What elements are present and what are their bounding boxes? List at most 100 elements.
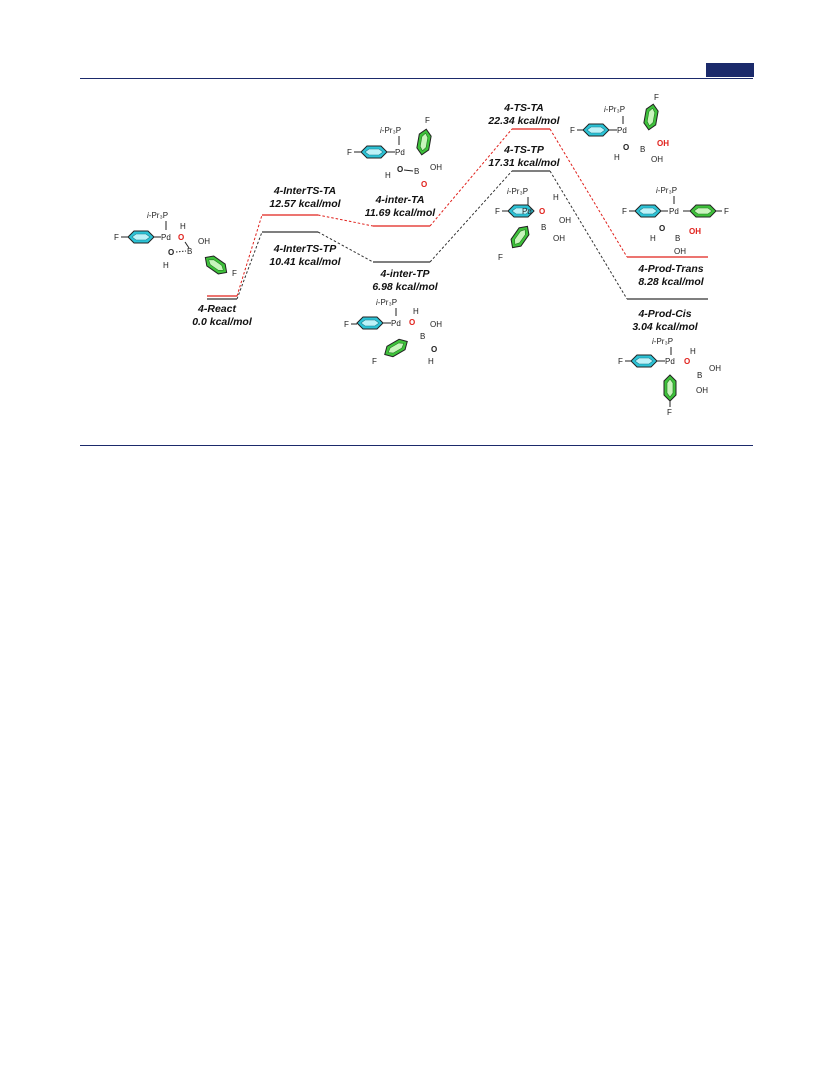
molecule-inter-tp: F i-Pr₃P Pd O H B OH O H F	[344, 298, 442, 366]
svg-text:O: O	[178, 233, 184, 242]
label-inter-tp-energy: 6.98 kcal/mol	[372, 281, 438, 293]
label-prod-cis-name: 4-Prod-Cis	[637, 308, 691, 320]
svg-text:O: O	[539, 207, 545, 216]
svg-text:OH: OH	[657, 139, 669, 148]
svg-text:F: F	[724, 207, 729, 216]
svg-text:OH: OH	[696, 386, 708, 395]
svg-text:O: O	[659, 224, 665, 233]
svg-text:B: B	[187, 247, 192, 256]
svg-text:Pd: Pd	[665, 357, 675, 366]
svg-text:H: H	[690, 347, 696, 356]
label-ts-tp-name: 4-TS-TP	[503, 144, 545, 156]
connector-ta-2	[317, 214, 374, 227]
svg-text:B: B	[697, 371, 702, 380]
svg-text:Pd: Pd	[617, 126, 627, 135]
label-prod-cis-energy: 3.04 kcal/mol	[632, 321, 698, 333]
svg-text:O: O	[409, 318, 415, 327]
svg-text:i-Pr₃P: i-Pr₃P	[656, 186, 677, 195]
label-inter-ta-name: 4-inter-TA	[375, 194, 425, 206]
molecule-ts-ta: F i-Pr₃P Pd F O H B OH OH	[570, 93, 669, 164]
svg-text:F: F	[622, 207, 627, 216]
svg-text:OH: OH	[553, 234, 565, 243]
label-ts-tp-energy: 17.31 kcal/mol	[488, 157, 560, 169]
label-react-name: 4-React	[197, 303, 236, 315]
svg-text:F: F	[347, 148, 352, 157]
svg-text:F: F	[618, 357, 623, 366]
svg-text:OH: OH	[430, 163, 442, 172]
molecule-inter-ta: F i-Pr₃P Pd F O H B OH O	[347, 116, 442, 189]
svg-text:H: H	[413, 307, 419, 316]
svg-text:i-Pr₃P: i-Pr₃P	[652, 337, 673, 346]
molecule-ts-tp: F i-Pr₃P Pd O H B OH OH F	[495, 187, 571, 262]
svg-text:Pd: Pd	[391, 319, 401, 328]
energy-diagram: 4-React 0.0 kcal/mol 4-InterTS-TA 12.57 …	[114, 93, 729, 417]
bottom-rule	[80, 445, 753, 446]
svg-text:H: H	[180, 222, 186, 231]
label-prod-trans-name: 4-Prod-Trans	[637, 263, 703, 275]
label-prod-trans-energy: 8.28 kcal/mol	[638, 276, 704, 288]
label-inter-ta-energy: 11.69 kcal/mol	[365, 207, 437, 219]
molecule-prod-cis: F i-Pr₃P Pd O H B OH OH F	[618, 337, 721, 417]
svg-text:B: B	[541, 223, 546, 232]
svg-text:Pd: Pd	[161, 233, 171, 242]
connector-ta-3	[429, 128, 513, 227]
svg-text:F: F	[114, 233, 119, 242]
svg-text:F: F	[232, 269, 237, 278]
svg-text:Pd: Pd	[522, 207, 532, 216]
svg-text:OH: OH	[674, 247, 686, 256]
svg-text:i-Pr₃P: i-Pr₃P	[604, 105, 625, 114]
svg-text:F: F	[570, 126, 575, 135]
svg-text:OH: OH	[689, 227, 701, 236]
svg-text:O: O	[623, 143, 629, 152]
svg-text:OH: OH	[198, 237, 210, 246]
connector-tp-4	[549, 170, 628, 300]
label-intts-ta-name: 4-InterTS-TA	[273, 185, 336, 197]
label-ts-ta-name: 4-TS-TA	[503, 102, 543, 114]
svg-text:B: B	[414, 167, 419, 176]
molecule-react: F i-Pr₃P Pd O H B OH O H F	[114, 211, 237, 278]
svg-text:F: F	[372, 357, 377, 366]
svg-text:B: B	[675, 234, 680, 243]
svg-text:H: H	[385, 171, 391, 180]
state-labels: 4-React 0.0 kcal/mol 4-InterTS-TA 12.57 …	[192, 102, 705, 333]
svg-text:O: O	[168, 248, 174, 257]
connector-tp-1	[236, 231, 263, 300]
svg-text:H: H	[163, 261, 169, 270]
svg-text:F: F	[344, 320, 349, 329]
svg-text:O: O	[431, 345, 437, 354]
svg-text:i-Pr₃P: i-Pr₃P	[376, 298, 397, 307]
svg-text:OH: OH	[709, 364, 721, 373]
header-tab	[706, 63, 754, 77]
label-intts-ta-energy: 12.57 kcal/mol	[269, 198, 341, 210]
top-rule	[80, 78, 753, 79]
connector-tp-3	[429, 170, 513, 263]
svg-text:H: H	[650, 234, 656, 243]
svg-text:i-Pr₃P: i-Pr₃P	[507, 187, 528, 196]
svg-text:B: B	[640, 145, 645, 154]
pathway-connectors	[236, 128, 628, 300]
connector-tp-2	[317, 231, 374, 263]
svg-text:F: F	[425, 116, 430, 125]
svg-text:F: F	[495, 207, 500, 216]
svg-text:F: F	[654, 93, 659, 102]
svg-text:OH: OH	[651, 155, 663, 164]
connector-ta-4	[549, 128, 628, 258]
svg-text:B: B	[420, 332, 425, 341]
svg-text:H: H	[428, 357, 434, 366]
molecule-prod-trans: F i-Pr₃P Pd F O H B OH OH	[622, 186, 729, 256]
svg-text:O: O	[421, 180, 427, 189]
connector-ta-1	[236, 214, 263, 297]
energy-levels	[207, 128, 708, 300]
svg-text:H: H	[553, 193, 559, 202]
label-intts-tp-name: 4-InterTS-TP	[273, 243, 337, 255]
svg-text:Pd: Pd	[669, 207, 679, 216]
svg-text:F: F	[498, 253, 503, 262]
label-inter-tp-name: 4-inter-TP	[379, 268, 430, 280]
svg-text:Pd: Pd	[395, 148, 405, 157]
svg-text:F: F	[667, 408, 672, 417]
label-react-energy: 0.0 kcal/mol	[192, 316, 253, 328]
svg-text:OH: OH	[430, 320, 442, 329]
svg-text:H: H	[614, 153, 620, 162]
label-ts-ta-energy: 22.34 kcal/mol	[487, 115, 560, 127]
svg-text:i-Pr₃P: i-Pr₃P	[147, 211, 168, 220]
